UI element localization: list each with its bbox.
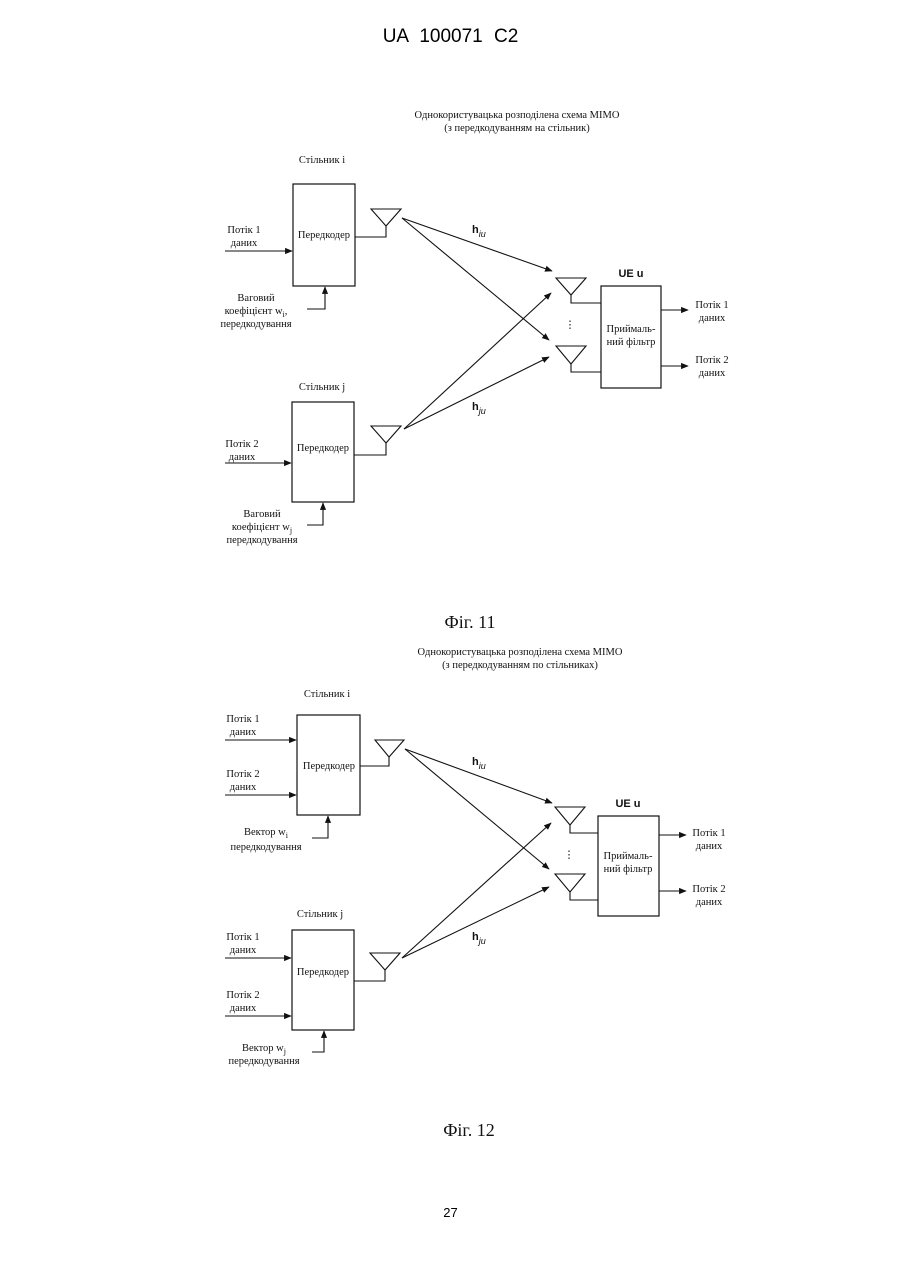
fig12-vector-j-line2: передкодування bbox=[228, 1056, 299, 1067]
fig11-receiver-line1: Приймаль- bbox=[607, 324, 656, 335]
fig12-title-line1: Однокористувацька розподілена схема MIMO bbox=[418, 647, 623, 658]
fig11-precoder-i-label: Передкодер bbox=[298, 230, 350, 241]
fig12-caption: Фіг. 12 bbox=[443, 1120, 495, 1140]
fig12-h-iu-label: hiu bbox=[472, 756, 486, 771]
fig11-precoder-j-to-antenna bbox=[354, 443, 386, 455]
fig11-stream1-line1: Потік 1 bbox=[227, 225, 260, 236]
fig11-weight-i-line3: передкодування bbox=[220, 319, 291, 330]
fig11-antenna-i-icon bbox=[371, 209, 401, 226]
fig12-antenna-j-icon bbox=[370, 953, 400, 970]
fig12-i-stream2-line2: даних bbox=[230, 782, 257, 793]
fig11-ue-label: UE u bbox=[618, 268, 643, 280]
fig11-out1-line1: Потік 1 bbox=[695, 300, 728, 311]
fig11-precoder-i-to-antenna bbox=[355, 226, 386, 237]
fig12-i-stream1-line2: даних bbox=[230, 727, 257, 738]
fig11-weight-i-arrow bbox=[307, 287, 325, 309]
fig12-out1-line1: Потік 1 bbox=[692, 828, 725, 839]
fig12-precoder-i-to-antenna bbox=[360, 757, 389, 766]
fig11-rx1-to-filter bbox=[571, 295, 601, 303]
fig12-vector-i-line2: передкодування bbox=[230, 842, 301, 853]
fig12-precoder-j-label: Передкодер bbox=[297, 967, 349, 978]
fig11-title-line2: (з передкодуванням на стільник) bbox=[444, 123, 590, 134]
fig11-out1-line2: даних bbox=[699, 313, 726, 324]
fig12-title-line2: (з передкодуванням по стільниках) bbox=[442, 660, 598, 671]
fig12-precoder-i-label: Передкодер bbox=[303, 761, 355, 772]
fig12-cell-j-label: Стільник j bbox=[297, 909, 343, 920]
fig12-rx1-to-filter bbox=[570, 825, 598, 833]
fig11-rx-antenna-1-icon bbox=[556, 278, 586, 295]
fig11-weight-j-line2: коефіцієнт wj bbox=[232, 522, 292, 535]
fig12-rx-antenna-2-icon bbox=[555, 874, 585, 892]
page-number: 27 bbox=[0, 1205, 901, 1220]
fig12-vector-j-line1: Вектор wj bbox=[242, 1043, 286, 1056]
fig11-title-line1: Однокористувацька розподілена схема MIMO bbox=[415, 110, 620, 121]
figure-11: Однокористувацька розподілена схема MIMO… bbox=[220, 110, 728, 632]
fig12-vector-i-line1: Вектор wi bbox=[244, 827, 289, 840]
fig11-out2-line2: даних bbox=[699, 368, 726, 379]
fig12-out2-line2: даних bbox=[696, 897, 723, 908]
fig12-vector-i-arrow bbox=[312, 816, 328, 838]
fig11-out2-line1: Потік 2 bbox=[695, 355, 728, 366]
fig12-rx2-to-filter bbox=[570, 892, 598, 900]
fig12-precoder-j-to-antenna bbox=[354, 970, 385, 981]
fig12-channel-j-to-rx2 bbox=[402, 887, 549, 958]
fig11-weight-i-line2: коефіцієнт wi, bbox=[225, 306, 288, 319]
fig12-receiver-line1: Приймаль- bbox=[604, 851, 653, 862]
fig11-cell-i-label: Стільник i bbox=[299, 155, 345, 166]
fig12-h-ju-label: hju bbox=[472, 931, 486, 946]
fig11-cell-j-label: Стільник j bbox=[299, 382, 345, 393]
fig11-stream1-line2: даних bbox=[231, 238, 258, 249]
fig12-ue-label: UE u bbox=[615, 798, 640, 810]
fig12-cell-i-label: Стільник i bbox=[304, 689, 350, 700]
fig12-vector-j-arrow bbox=[312, 1031, 324, 1052]
fig12-receiver-line2: ний фільтр bbox=[604, 864, 653, 875]
fig11-weight-i-line1: Ваговий bbox=[237, 293, 275, 304]
fig12-j-stream1-line2: даних bbox=[230, 945, 257, 956]
fig12-precoder-j-box bbox=[292, 930, 354, 1030]
fig11-receiver-line2: ний фільтр bbox=[607, 337, 656, 348]
fig12-antenna-i-icon bbox=[375, 740, 404, 757]
fig11-antenna-j-icon bbox=[371, 426, 401, 443]
fig12-j-stream2-line2: даних bbox=[230, 1003, 257, 1014]
fig11-rx2-to-filter bbox=[571, 364, 601, 372]
fig12-j-stream2-line1: Потік 2 bbox=[226, 990, 259, 1001]
fig11-h-ju-label: hju bbox=[472, 401, 486, 416]
fig12-i-stream2-line1: Потік 2 bbox=[226, 769, 259, 780]
fig12-antenna-dots: ⋮ bbox=[564, 850, 575, 861]
fig12-out2-line1: Потік 2 bbox=[692, 884, 725, 895]
fig12-j-stream1-line1: Потік 1 bbox=[226, 932, 259, 943]
fig11-channel-j-to-rx2 bbox=[404, 357, 549, 429]
fig11-weight-j-arrow bbox=[307, 503, 323, 525]
fig12-out1-line2: даних bbox=[696, 841, 723, 852]
fig11-rx-antenna-2-icon bbox=[556, 346, 586, 364]
fig11-caption: Фіг. 11 bbox=[445, 612, 496, 632]
fig11-weight-j-line1: Ваговий bbox=[243, 509, 281, 520]
fig11-weight-j-line3: передкодування bbox=[226, 535, 297, 546]
fig11-stream2-line2: даних bbox=[229, 452, 256, 463]
figure-12: Однокористувацька розподілена схема MIMO… bbox=[225, 647, 726, 1140]
fig11-channel-i-to-rx2 bbox=[402, 218, 549, 340]
fig12-rx-antenna-1-icon bbox=[555, 807, 585, 825]
fig11-h-iu-label: hiu bbox=[472, 224, 486, 239]
fig12-i-stream1-line1: Потік 1 bbox=[226, 714, 259, 725]
fig11-stream2-line1: Потік 2 bbox=[225, 439, 258, 450]
fig11-antenna-dots: ⋮ bbox=[565, 320, 576, 331]
fig11-precoder-j-label: Передкодер bbox=[297, 443, 349, 454]
